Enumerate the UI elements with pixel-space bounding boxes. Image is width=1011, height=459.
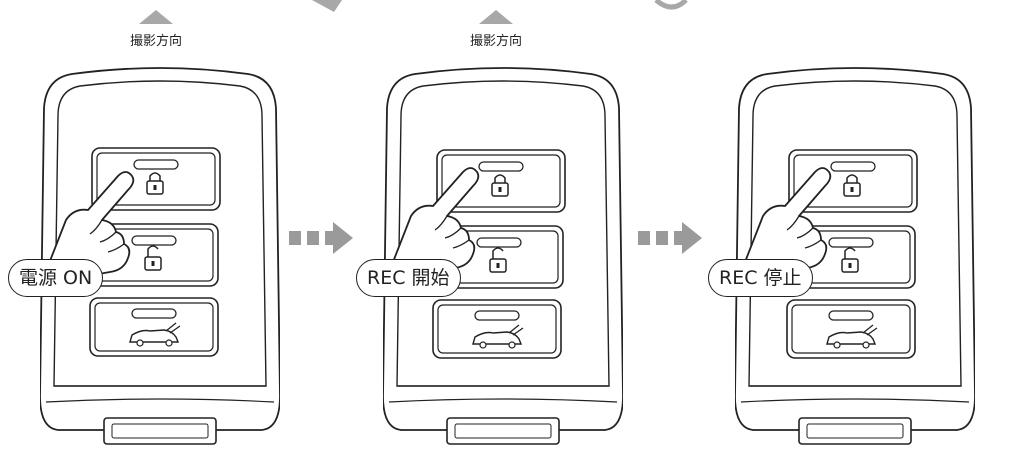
shooting-direction-1: 撮影方向 bbox=[96, 10, 216, 49]
step-label-power-on: 電源 ON bbox=[8, 259, 104, 297]
step-label-rec-stop: REC 停止 bbox=[708, 259, 813, 297]
shooting-direction-2: 撮影方向 bbox=[436, 10, 556, 49]
partial-arrow-left bbox=[312, 0, 342, 12]
triangle-up-icon bbox=[479, 10, 513, 24]
dotted-right-arrow-icon bbox=[638, 222, 702, 254]
trunk-button bbox=[432, 299, 562, 359]
dotted-right-arrow-icon bbox=[289, 222, 353, 254]
direction-label: 撮影方向 bbox=[129, 34, 182, 49]
triangle-up-icon bbox=[139, 10, 173, 24]
partial-arrow-right bbox=[654, 0, 688, 10]
trunk-button bbox=[89, 297, 219, 357]
direction-label: 撮影方向 bbox=[469, 34, 522, 49]
trunk-button bbox=[786, 299, 916, 359]
step-label-rec-start: REC 開始 bbox=[356, 259, 461, 297]
